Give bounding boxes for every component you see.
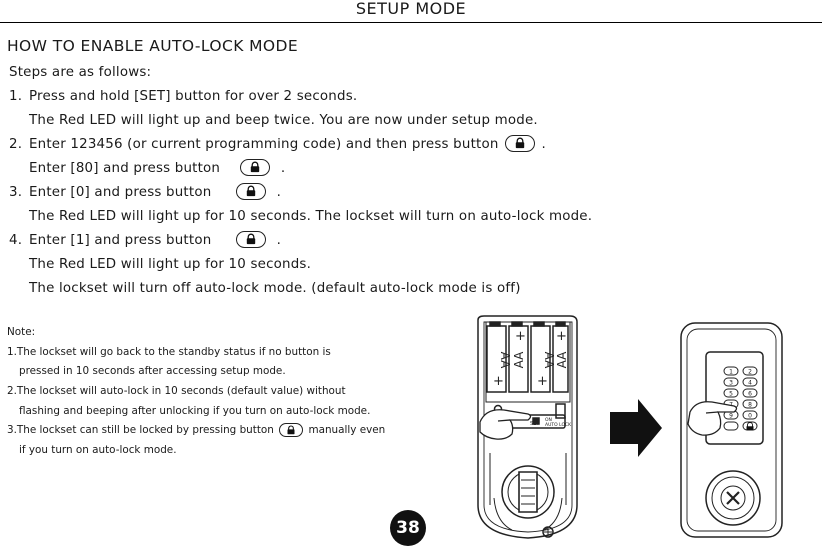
battery-plus-sign: + xyxy=(556,329,567,344)
step-period: . xyxy=(280,161,286,176)
battery-label: AA xyxy=(555,351,569,369)
keypad-key-label: 5 xyxy=(729,391,733,398)
step-number: 4. xyxy=(9,233,23,248)
note-3-cont: if you turn on auto-lock mode. xyxy=(19,444,177,457)
battery-plus-sign: + xyxy=(537,374,548,389)
battery-label: AA xyxy=(542,352,556,370)
lock-icon xyxy=(747,422,753,427)
battery-label: AA xyxy=(512,351,526,369)
step-text: Enter 123456 (or current programming cod… xyxy=(29,137,499,152)
step-number: 1. xyxy=(9,89,23,104)
note-2-cont: flashing and beeping after unlocking if … xyxy=(19,404,371,417)
switch-label: AUTO LOCK xyxy=(545,422,572,428)
step-4: 4. Enter [1] and press button . xyxy=(9,231,592,255)
keypad-key-label: 3 xyxy=(729,380,733,387)
lock-button-icon xyxy=(235,183,266,200)
lock-button-icon xyxy=(235,231,266,248)
battery-plus-sign: + xyxy=(493,374,504,389)
note-1: 1.The lockset will go back to the standb… xyxy=(7,345,331,358)
step-period: . xyxy=(276,185,282,200)
step-number: 2. xyxy=(9,137,23,152)
keypad-keys: 1 2 3 4 5 6 7 8 9 0 xyxy=(723,366,758,431)
note-text: 3.The lockset can still be locked by pre… xyxy=(7,424,274,437)
exterior-keypad-drawing xyxy=(680,322,783,538)
step-1-detail: The Red LED will light up and beep twice… xyxy=(29,113,538,128)
step-number: 3. xyxy=(9,185,23,200)
note-title: Note: xyxy=(7,326,36,338)
battery-label: AA xyxy=(498,352,512,370)
step-text: Enter [80] and press button xyxy=(29,161,221,176)
step-3: 3. Enter [0] and press button . xyxy=(9,183,592,207)
lock-button-icon xyxy=(279,423,304,438)
keypad-key-label: 8 xyxy=(748,402,752,409)
keypad-key-label: 6 xyxy=(748,391,752,398)
section-title: HOW TO ENABLE AUTO-LOCK MODE xyxy=(7,37,299,55)
note-block: Note: 1.The lockset will go back to the … xyxy=(7,323,385,461)
switch-label: ON xyxy=(545,417,552,423)
step-period: . xyxy=(276,233,282,248)
note-2: 2.The lockset will auto-lock in 10 secon… xyxy=(7,385,346,398)
note-text: manually even xyxy=(308,424,386,437)
step-period: . xyxy=(541,137,546,152)
keypad-key-label: 1 xyxy=(729,369,733,376)
steps-list: Steps are as follows: 1. Press and hold [… xyxy=(9,63,592,303)
step-text: Press and hold [SET] button for over 2 s… xyxy=(29,89,358,104)
step-1: 1. Press and hold [SET] button for over 2… xyxy=(9,87,592,111)
note-3: 3.The lockset can still be locked by pre… xyxy=(7,421,385,441)
interior-unit-drawing xyxy=(477,315,578,539)
lock-button-icon xyxy=(505,135,536,152)
step-4-detail: The Red LED will light up for 10 seconds… xyxy=(29,257,312,272)
step-3-detail: The Red LED will light up for 10 seconds… xyxy=(29,209,593,224)
keypad-key-label: 4 xyxy=(748,380,752,387)
hand-icon xyxy=(687,401,738,436)
keypad-key-label: 2 xyxy=(748,369,752,376)
step-2: 2. Enter 123456 (or current programming c… xyxy=(9,135,592,159)
lock-button-icon xyxy=(239,159,270,176)
battery-labels: AA AA AA AA + + + + SET ON AUTO LOCK xyxy=(493,329,572,428)
arrow-right-icon xyxy=(610,399,662,457)
header-divider xyxy=(0,22,822,23)
battery-plus-sign: + xyxy=(515,329,526,344)
step-text: Enter [1] and press button xyxy=(29,233,212,248)
step-2-detail: Enter [80] and press button . xyxy=(9,159,592,183)
note-1-cont: pressed in 10 seconds after accessing se… xyxy=(19,365,286,378)
steps-intro: Steps are as follows: xyxy=(9,65,152,80)
set-label: SET xyxy=(530,421,540,427)
hand-icon xyxy=(479,409,532,440)
step-4-detail-2: The lockset will turn off auto-lock mode… xyxy=(29,281,521,296)
keypad-key-label: 9 xyxy=(729,413,733,420)
page-header: SETUP MODE xyxy=(355,0,467,18)
keypad-key-label: 0 xyxy=(748,413,752,420)
page-number-badge: 38 xyxy=(390,510,426,546)
step-text: Enter [0] and press button xyxy=(29,185,212,200)
